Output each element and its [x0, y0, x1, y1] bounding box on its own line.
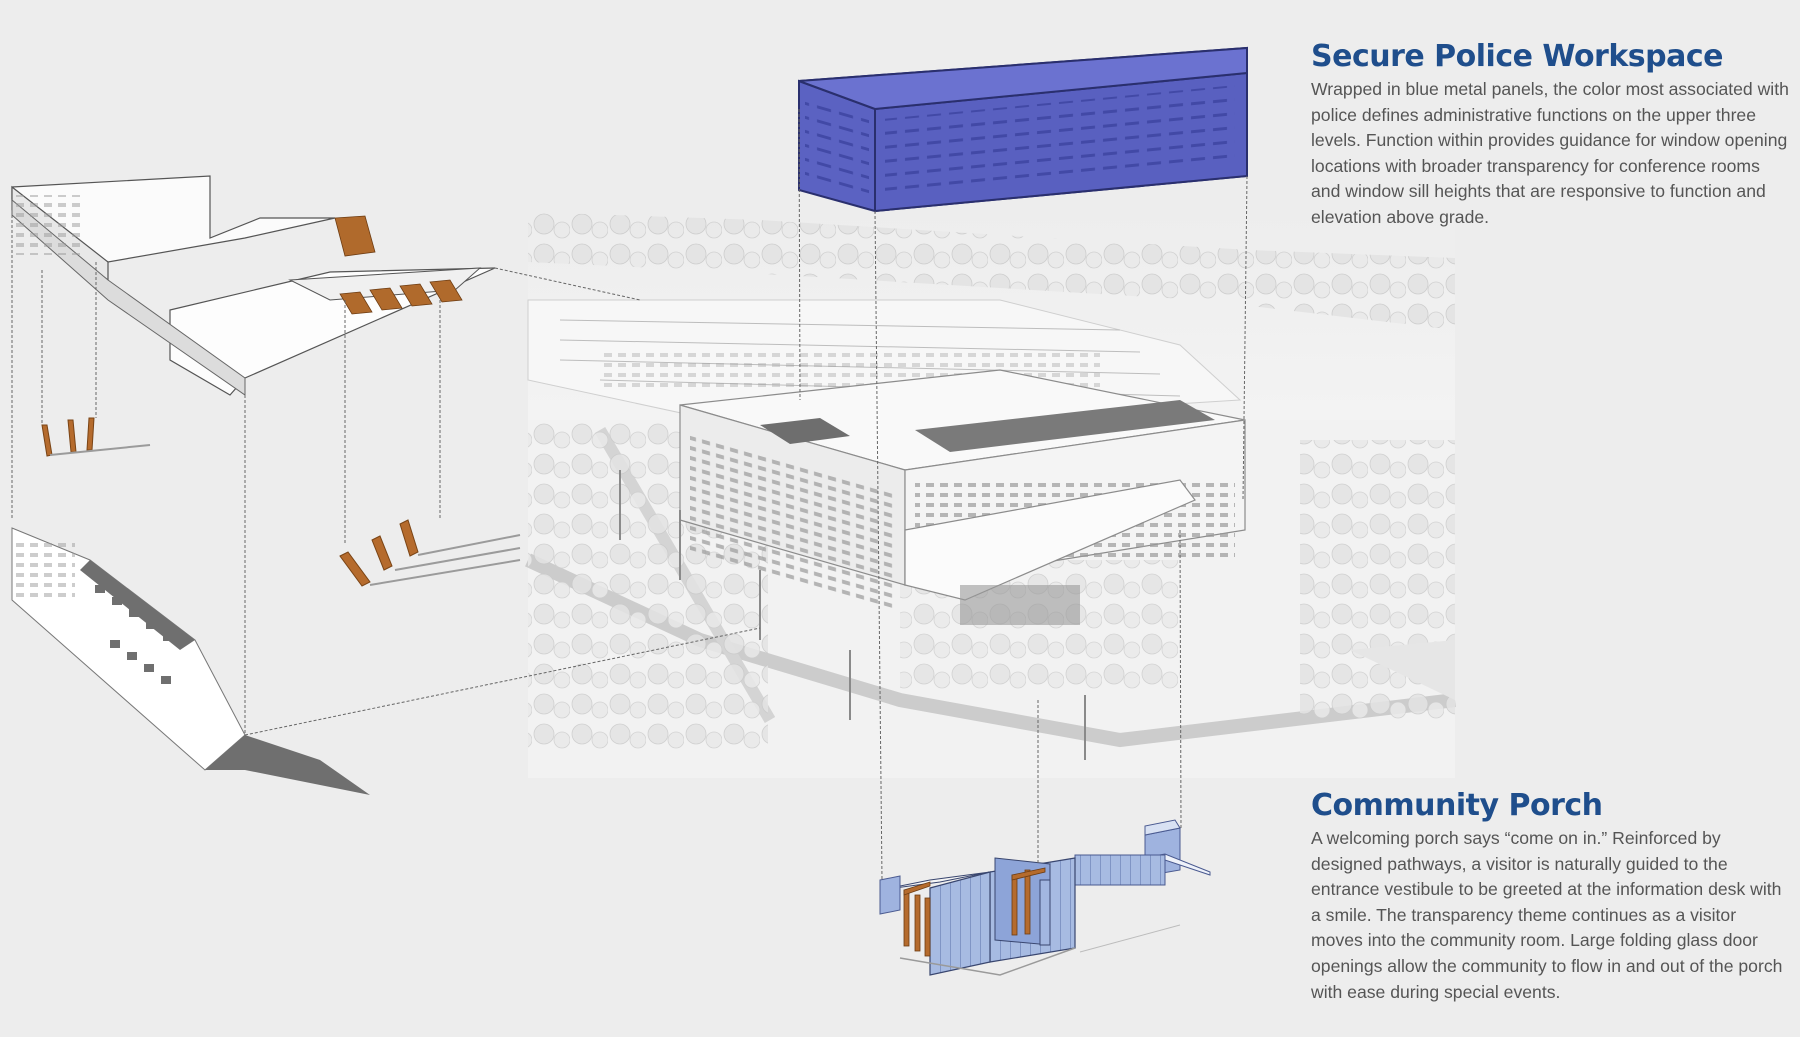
- secure-workspace-description: Wrapped in blue metal panels, the color …: [1311, 77, 1791, 231]
- community-porch-title: Community Porch: [1311, 788, 1791, 824]
- blue-workspace-block: [799, 48, 1247, 211]
- community-porch-model: [880, 820, 1210, 975]
- community-porch-description: A welcoming porch says “come on in.” Rei…: [1311, 826, 1791, 1005]
- aerial-site-rendering: [528, 212, 1455, 778]
- timber-columns: [42, 418, 520, 586]
- exploded-roof-canopy: [12, 176, 495, 395]
- secure-workspace-title: Secure Police Workspace: [1311, 39, 1791, 75]
- community-porch-callout: Community Porch A welcoming porch says “…: [1311, 788, 1791, 1005]
- ground-shadow-plan: [12, 528, 370, 795]
- secure-workspace-callout: Secure Police Workspace Wrapped in blue …: [1311, 39, 1791, 231]
